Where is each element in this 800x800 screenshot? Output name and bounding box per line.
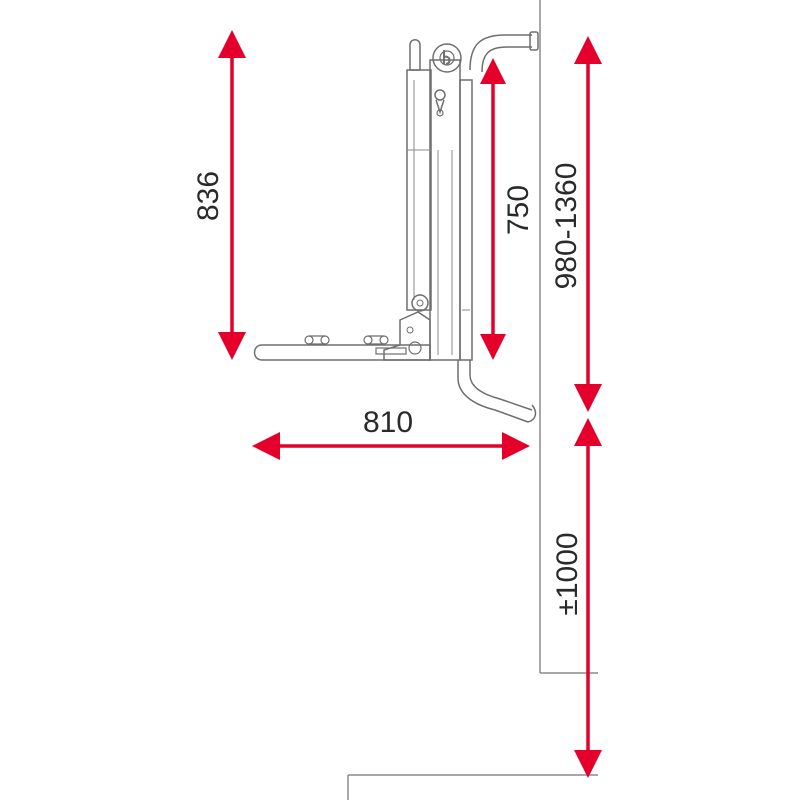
bike-carrier (253, 31, 539, 423)
dimension-750: 750 (480, 58, 535, 360)
wheel-clamp-right (363, 335, 389, 345)
dimension-1000-label: ±1000 (551, 532, 584, 615)
dimension-810: 810 (252, 406, 530, 460)
wheel-clamp-left (304, 335, 330, 345)
dimension-836: 836 (192, 30, 246, 360)
dimension-980-1360-label: 980-1360 (550, 163, 583, 290)
dimension-980-1360: 980-1360 (550, 36, 602, 412)
vehicle-outline (347, 0, 598, 800)
dimension-750-label: 750 (502, 185, 535, 235)
dimension-810-label: 810 (363, 406, 413, 439)
dimension-1000: ±1000 (551, 418, 602, 778)
dimension-836-label: 836 (192, 171, 225, 221)
